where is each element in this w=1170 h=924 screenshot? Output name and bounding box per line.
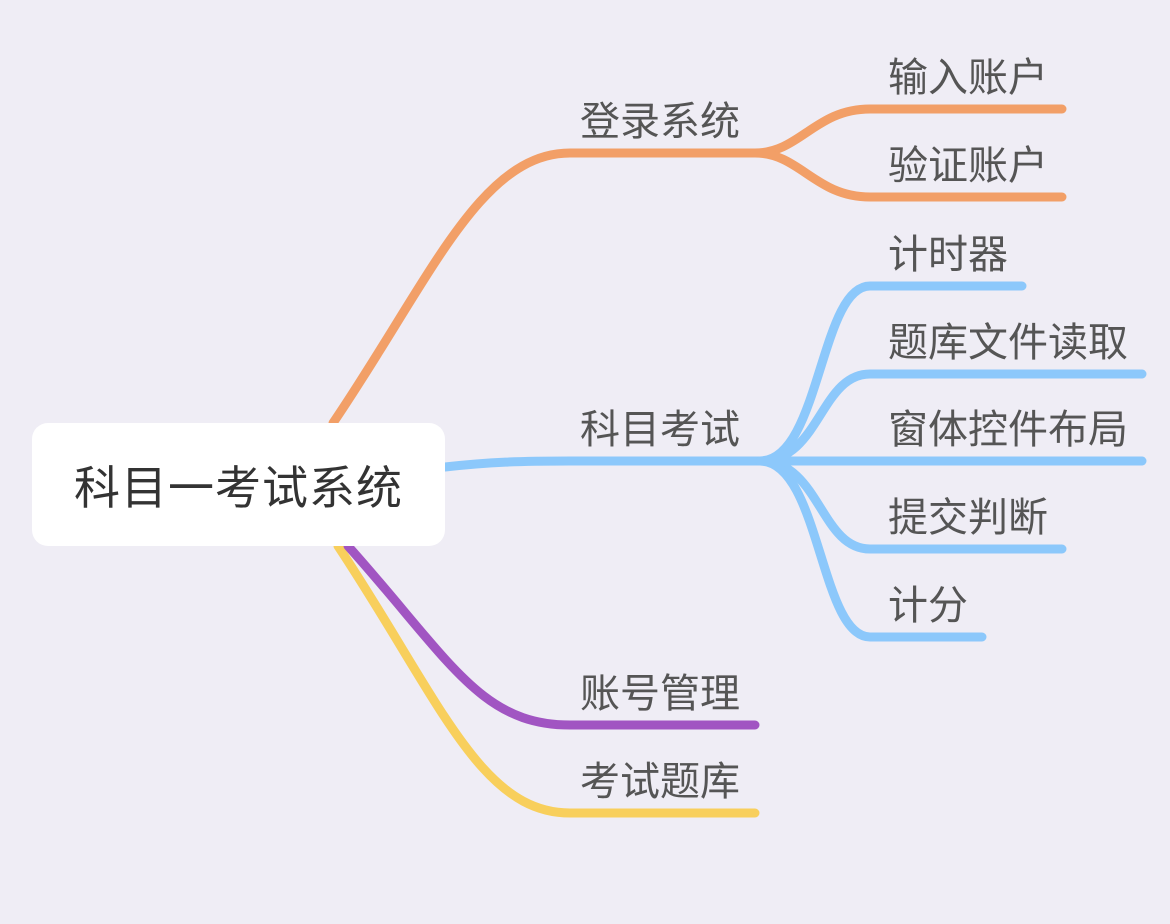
leaf-exam-read[interactable]: 题库文件读取 bbox=[888, 320, 1128, 366]
branch-exam-label[interactable]: 科目考试 bbox=[580, 407, 740, 453]
link-root-bank bbox=[333, 541, 760, 818]
link-root-exam bbox=[440, 456, 765, 472]
link-root-account bbox=[343, 541, 760, 730]
root-label: 科目一考试系统 bbox=[74, 460, 403, 515]
branch-bank-label[interactable]: 考试题库 bbox=[580, 759, 740, 805]
leaf-exam-submit[interactable]: 提交判断 bbox=[888, 495, 1048, 541]
leaf-login-verify[interactable]: 验证账户 bbox=[888, 143, 1048, 189]
leaf-exam-score[interactable]: 计分 bbox=[888, 583, 968, 629]
leaf-login-input[interactable]: 输入账户 bbox=[888, 55, 1048, 101]
leaf-exam-timer[interactable]: 计时器 bbox=[888, 232, 1008, 278]
branch-login-label[interactable]: 登录系统 bbox=[580, 99, 740, 145]
link-exam-score bbox=[755, 456, 987, 642]
leaf-exam-layout[interactable]: 窗体控件布局 bbox=[888, 407, 1128, 453]
branch-account-label[interactable]: 账号管理 bbox=[580, 671, 740, 717]
root-node[interactable]: 科目一考试系统 bbox=[32, 423, 445, 546]
link-login-verify bbox=[750, 148, 1067, 202]
link-root-login bbox=[328, 148, 760, 428]
